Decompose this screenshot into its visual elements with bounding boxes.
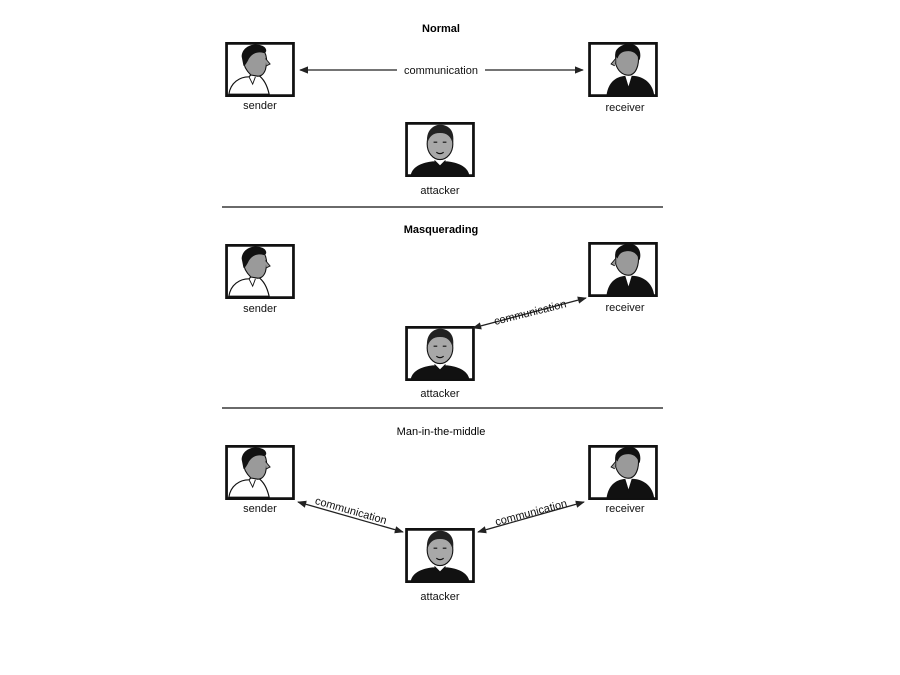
receiver-label: receiver xyxy=(605,102,644,114)
sender-portrait-icon xyxy=(225,244,295,299)
panel-title-masquerading: Masquerading xyxy=(404,224,479,236)
arrow-attacker-receiver xyxy=(477,500,585,534)
link-label-attacker-receiver: communication xyxy=(493,298,568,328)
receiver-portrait-icon xyxy=(588,42,658,97)
panel-title-man-in-the-middle: Man-in-the-middle xyxy=(397,426,486,438)
receiver-portrait-icon xyxy=(588,242,658,297)
sender-portrait-icon xyxy=(225,445,295,500)
link-label-sender-attacker: communication xyxy=(314,495,388,527)
sender-portrait-icon xyxy=(225,42,295,97)
attacker-label: attacker xyxy=(420,388,459,400)
sender-label: sender xyxy=(243,503,277,515)
attacker-portrait-icon xyxy=(405,122,475,177)
receiver-label: receiver xyxy=(605,302,644,314)
arrow-sender-attacker xyxy=(297,500,404,534)
attacker-portrait-icon xyxy=(405,326,475,381)
sender-label: sender xyxy=(243,303,277,315)
panel-title-normal: Normal xyxy=(422,23,460,35)
panel-normal: Normal sender receiver attacker communic… xyxy=(225,23,658,197)
sender-label: sender xyxy=(243,100,277,112)
receiver-label: receiver xyxy=(605,503,644,515)
attacker-label: attacker xyxy=(420,591,459,603)
link-label-attacker-receiver: communication xyxy=(494,498,569,529)
panel-man-in-the-middle: Man-in-the-middle sender receiver attack… xyxy=(225,426,658,603)
receiver-portrait-icon xyxy=(588,445,658,500)
attacker-portrait-icon xyxy=(405,528,475,583)
link-label-sender-receiver: communication xyxy=(404,65,478,77)
attacker-label: attacker xyxy=(420,185,459,197)
panel-masquerading: Masquerading sender receiver attacker co… xyxy=(225,224,658,400)
arrow-attacker-receiver xyxy=(472,296,587,330)
